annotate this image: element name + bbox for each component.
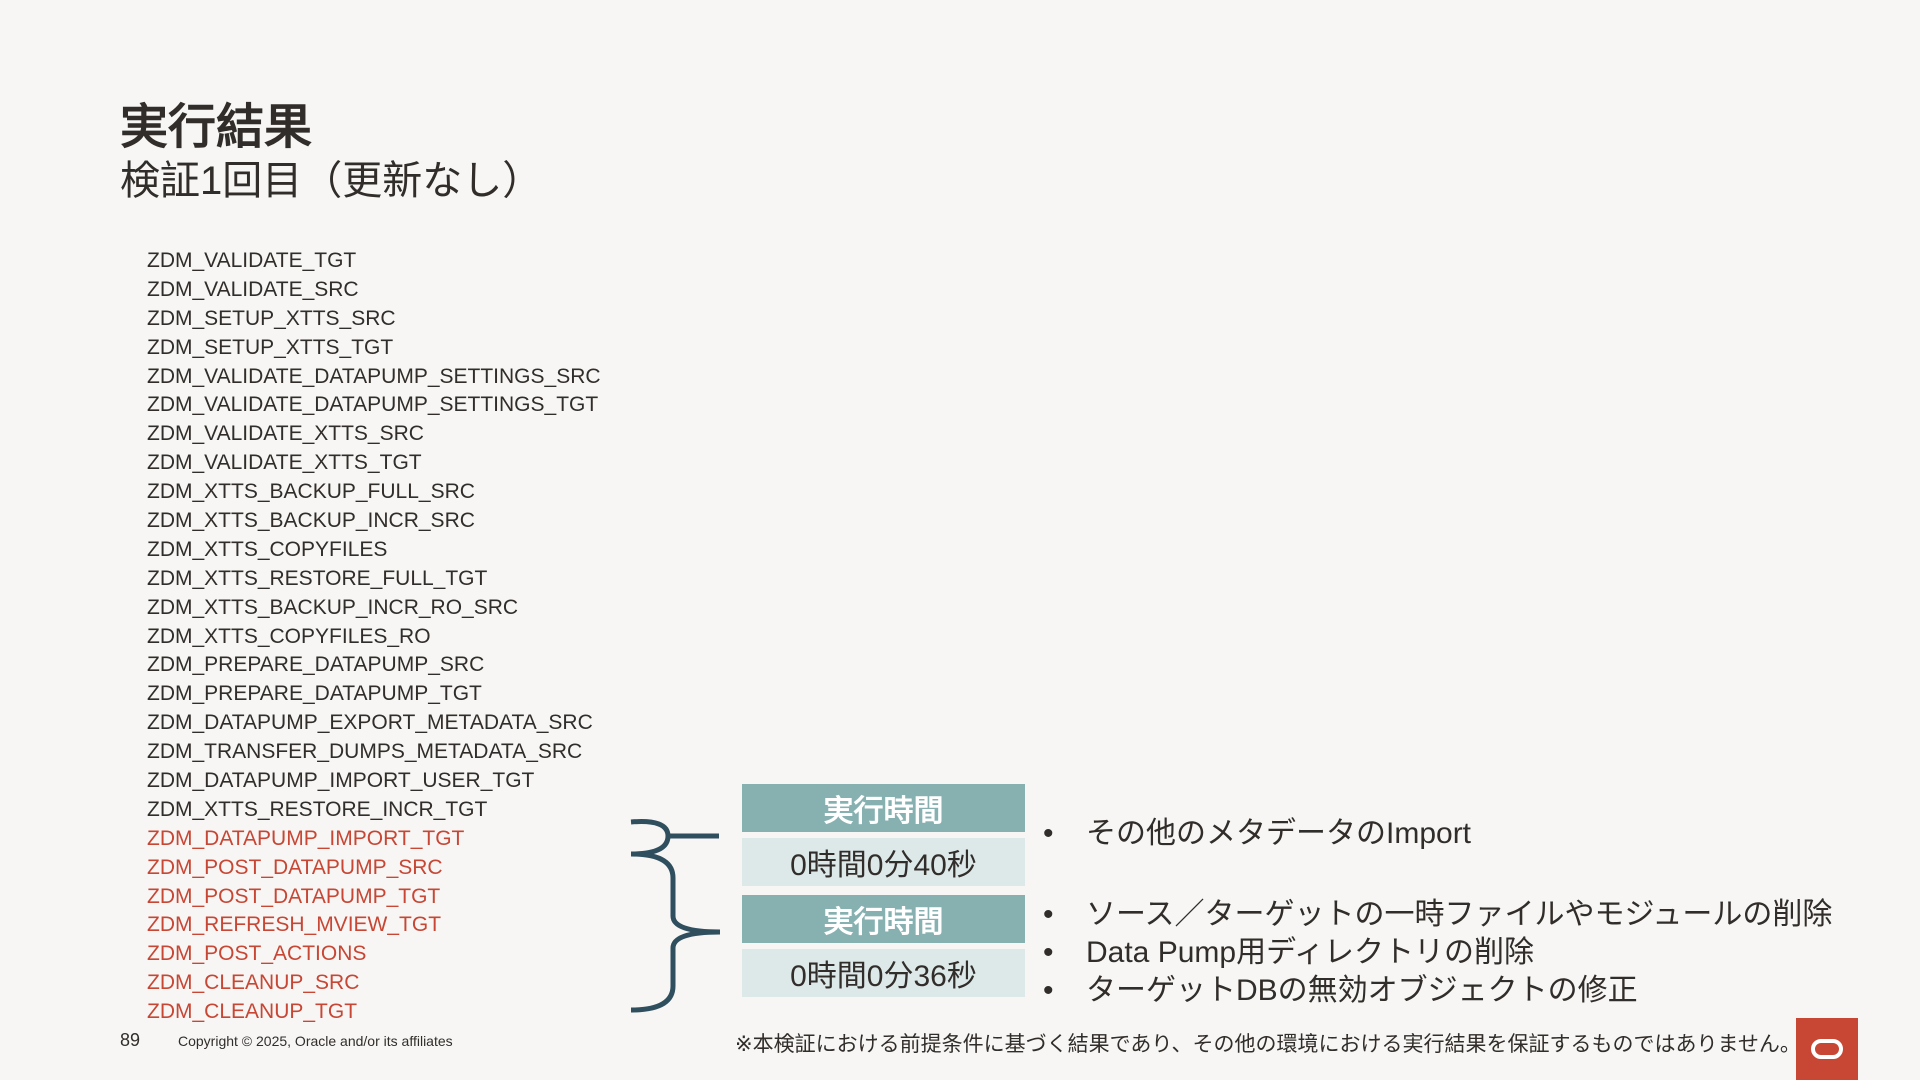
disclaimer-note: ※本検証における前提条件に基づく結果であり、その他の環境における実行結果を保証す… <box>735 1033 1801 1056</box>
step-item: ZDM_TRANSFER_DUMPS_METADATA_SRC <box>147 740 583 764</box>
page-subtitle: 検証1回目（更新なし） <box>120 159 543 203</box>
bullet-item: ターゲットDBの無効オブジェクトの修正 <box>1040 972 1832 1010</box>
oracle-logo-shape <box>1811 1039 1843 1059</box>
step-item: ZDM_XTTS_COPYFILES_RO <box>147 624 431 648</box>
bullet-item: ソース／ターゲットの一時ファイルやモジュールの削除 <box>1040 896 1832 934</box>
page-number: 89 <box>120 1030 141 1050</box>
result-1-value: 0時間0分40秒 <box>742 838 1025 886</box>
step-item: ZDM_DATAPUMP_EXPORT_METADATA_SRC <box>147 711 593 735</box>
step-item: ZDM_VALIDATE_XTTS_SRC <box>147 422 424 446</box>
brace-icon <box>630 819 721 1013</box>
step-item: ZDM_VALIDATE_SRC <box>147 277 359 301</box>
result-2-header: 実行時間 <box>742 895 1025 943</box>
step-item: ZDM_XTTS_RESTORE_FULL_TGT <box>147 566 488 590</box>
step-item: ZDM_XTTS_BACKUP_INCR_RO_SRC <box>147 595 519 619</box>
step-item: ZDM_PREPARE_DATAPUMP_TGT <box>147 682 482 706</box>
step-item: ZDM_VALIDATE_DATAPUMP_SETTINGS_TGT <box>147 393 599 417</box>
step-item: ZDM_POST_DATAPUMP_TGT <box>147 884 441 908</box>
step-item: ZDM_VALIDATE_DATAPUMP_SETTINGS_SRC <box>147 364 601 388</box>
result-2-bullets: ソース／ターゲットの一時ファイルやモジュールの削除 Data Pump用ディレク… <box>1040 896 1832 1010</box>
bullet-item: Data Pump用ディレクトリの削除 <box>1040 934 1832 972</box>
step-item: ZDM_REFRESH_MVIEW_TGT <box>147 913 442 937</box>
step-item: ZDM_VALIDATE_XTTS_TGT <box>147 451 422 475</box>
step-item: ZDM_POST_ACTIONS <box>147 942 367 966</box>
step-item: ZDM_DATAPUMP_IMPORT_TGT <box>147 826 465 850</box>
step-item: ZDM_XTTS_BACKUP_INCR_SRC <box>147 509 475 533</box>
result-1-header: 実行時間 <box>742 784 1025 832</box>
step-list: ZDM_VALIDATE_TGT ZDM_VALIDATE_SRC ZDM_SE… <box>147 247 601 1027</box>
step-item: ZDM_PREPARE_DATAPUMP_SRC <box>147 653 485 677</box>
result-2-value: 0時間0分36秒 <box>742 949 1025 997</box>
step-item: ZDM_XTTS_BACKUP_FULL_SRC <box>147 480 475 504</box>
step-item: ZDM_SETUP_XTTS_SRC <box>147 306 396 330</box>
step-item: ZDM_VALIDATE_TGT <box>147 249 357 272</box>
step-item: ZDM_DATAPUMP_IMPORT_USER_TGT <box>147 769 535 793</box>
copyright: Copyright © 2025, Oracle and/or its affi… <box>178 1033 453 1049</box>
step-item: ZDM_XTTS_RESTORE_INCR_TGT <box>147 797 488 821</box>
step-item: ZDM_CLEANUP_TGT <box>147 1000 358 1024</box>
bullet-item: その他のメタデータのImport <box>1040 815 1471 853</box>
page-title: 実行結果 <box>120 101 313 154</box>
oracle-logo-icon <box>1796 1018 1858 1080</box>
step-item: ZDM_POST_DATAPUMP_SRC <box>147 855 443 879</box>
step-item: ZDM_XTTS_COPYFILES <box>147 537 388 561</box>
step-item: ZDM_SETUP_XTTS_TGT <box>147 335 394 359</box>
step-item: ZDM_CLEANUP_SRC <box>147 971 360 995</box>
result-1-bullets: その他のメタデータのImport <box>1040 815 1471 853</box>
